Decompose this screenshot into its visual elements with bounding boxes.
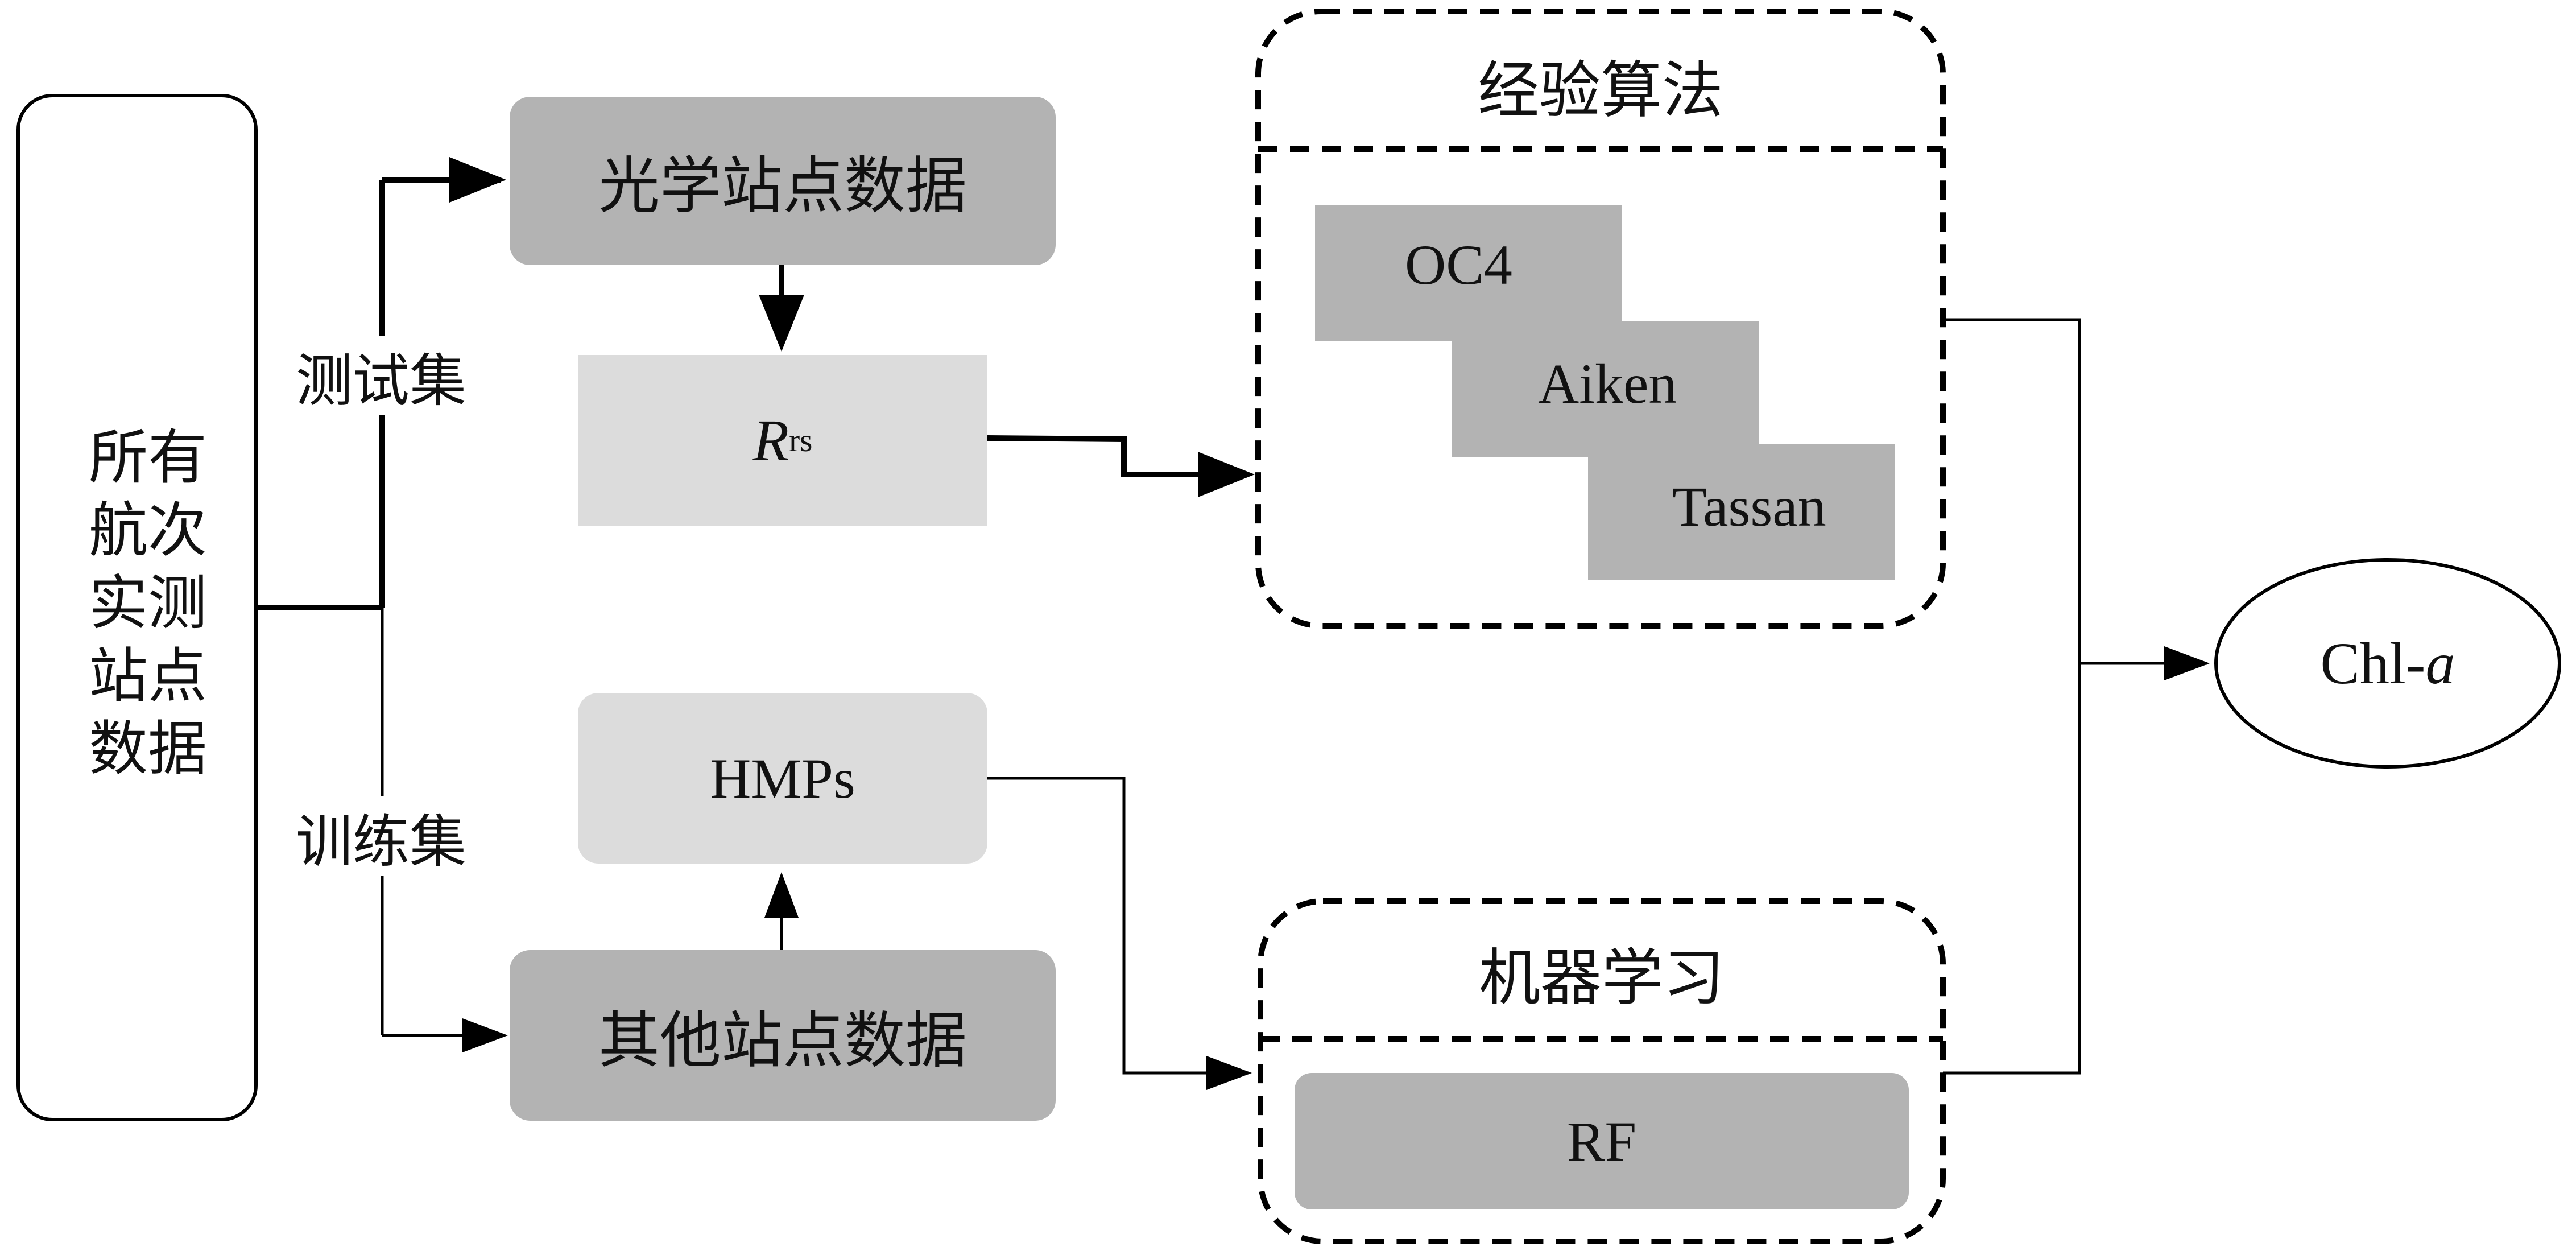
split-connector [256, 157, 508, 1052]
source-line-3: 实测 [88, 568, 207, 638]
ml-group-title: 机器学习 [1478, 943, 1725, 1014]
rf-box [1295, 1073, 1909, 1209]
chl-a-output-ellipse [2214, 558, 2561, 769]
hmps-box [578, 693, 987, 864]
rrs-symbol: R [752, 407, 789, 473]
test-label-bg [296, 336, 466, 415]
source-line-1: 所有 [88, 423, 207, 492]
rrs-to-empirical-arrow [987, 435, 1255, 497]
chl-suffix: a [2425, 630, 2455, 696]
algorithm-oc4-box [1315, 205, 1622, 341]
optical-station-box [510, 97, 1056, 265]
rrs-box [578, 355, 987, 526]
chl-a-label: Chl-a [2216, 569, 2560, 758]
rf-label: RF [1566, 1109, 1637, 1173]
empirical-group-title: 经验算法 [1477, 55, 1723, 126]
algorithm-oc4-label: OC4 [1405, 233, 1512, 296]
optical-station-label: 光学站点数据 [598, 151, 967, 222]
algorithm-aiken-label: Aiken [1538, 352, 1677, 415]
algorithm-tassan-label: Tassan [1672, 474, 1826, 538]
train-set-label: 训练集 [296, 808, 466, 875]
other-station-box [510, 950, 1056, 1121]
merge-connector [1943, 318, 2210, 1075]
chl-prefix: Chl- [2320, 630, 2426, 696]
test-set-label: 测试集 [296, 347, 466, 414]
source-line-2: 航次 [88, 496, 207, 565]
source-line-4: 站点 [88, 641, 207, 711]
algorithm-tassan-box [1588, 444, 1895, 580]
source-data-label: 所有 航次 实测 站点 数据 [68, 421, 228, 785]
other-station-label: 其他站点数据 [598, 1005, 967, 1076]
hmps-label: HMPs [710, 746, 855, 810]
algorithm-aiken-box [1452, 321, 1759, 457]
hmps-to-ml-arrow [987, 777, 1252, 1090]
rrs-subscript: rs [789, 422, 813, 459]
train-label-bg [296, 796, 466, 876]
source-line-5: 数据 [88, 714, 207, 783]
machine-learning-group [1258, 898, 1946, 1244]
